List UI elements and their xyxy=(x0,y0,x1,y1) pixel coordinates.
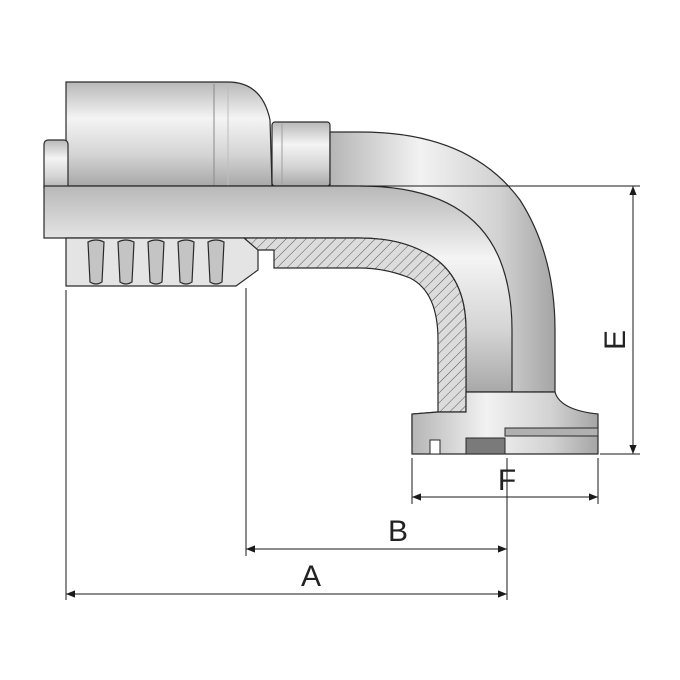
dim-label-b: B xyxy=(388,515,408,548)
ferrule xyxy=(65,81,273,187)
dim-label-f: F xyxy=(498,464,516,497)
hex-collar xyxy=(271,121,331,187)
dim-label-a: A xyxy=(301,560,321,593)
nipple-end xyxy=(43,139,69,193)
fitting-body xyxy=(43,81,599,455)
flange-head xyxy=(411,391,599,455)
section-hatch xyxy=(243,237,467,441)
dim-label-e: E xyxy=(599,330,632,350)
barbed-stem xyxy=(65,237,259,287)
flange-groove xyxy=(504,427,599,437)
dimension-lines xyxy=(65,185,640,600)
